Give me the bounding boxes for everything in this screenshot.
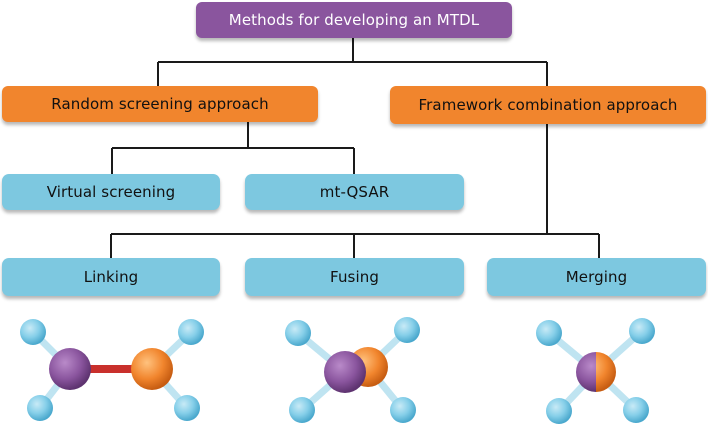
root-node: Methods for developing an MTDL bbox=[196, 2, 512, 38]
connector-framework-to-methods bbox=[110, 124, 600, 258]
virtual-screening-label: Virtual screening bbox=[46, 183, 176, 201]
framework-combination-node: Framework combination approach bbox=[390, 86, 706, 124]
random-screening-node: Random screening approach bbox=[2, 86, 318, 122]
linking-label: Linking bbox=[83, 268, 139, 286]
merging-label: Merging bbox=[565, 268, 628, 286]
random-screening-label: Random screening approach bbox=[51, 95, 269, 113]
fusing-node: Fusing bbox=[245, 258, 464, 296]
merging-node: Merging bbox=[487, 258, 706, 296]
mt-qsar-label: mt-QSAR bbox=[319, 183, 390, 201]
linking-node: Linking bbox=[2, 258, 220, 296]
root-label: Methods for developing an MTDL bbox=[228, 11, 480, 29]
connector-random-to-methods bbox=[111, 122, 355, 174]
linked-molecule-icon bbox=[20, 319, 204, 421]
fusing-label: Fusing bbox=[330, 268, 379, 286]
connector-root-to-approaches bbox=[157, 38, 548, 86]
merged-molecule-icon bbox=[536, 318, 655, 424]
fused-molecule-icon bbox=[285, 317, 420, 423]
virtual-screening-node: Virtual screening bbox=[2, 174, 220, 210]
mt-qsar-node: mt-QSAR bbox=[245, 174, 464, 210]
framework-combination-label: Framework combination approach bbox=[418, 96, 678, 114]
